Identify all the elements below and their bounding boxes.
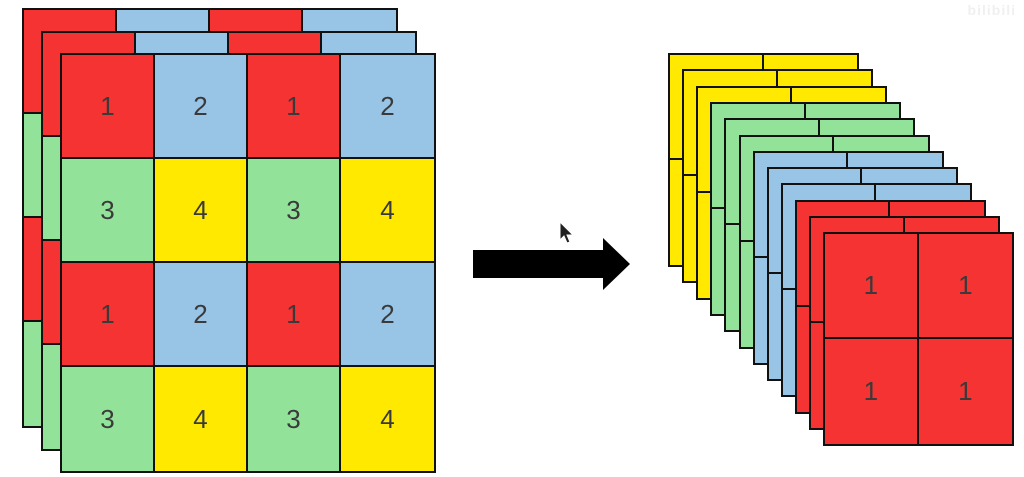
- tensor-cell: 3: [62, 367, 155, 471]
- tensor-cell: 1: [918, 339, 1013, 445]
- right-arrow-icon: [473, 238, 630, 290]
- tensor-cell: 1: [248, 263, 341, 367]
- tensor-cell: 2: [155, 55, 248, 159]
- tensor-cell: 1: [248, 55, 341, 159]
- tensor-cell: 1: [62, 55, 155, 159]
- tensor-cell: 2: [341, 263, 434, 367]
- tensor-cell: 1: [918, 234, 1013, 340]
- tensor-cell: 4: [341, 367, 434, 471]
- tensor-cell: 1: [62, 263, 155, 367]
- tensor-cell: 4: [155, 159, 248, 263]
- watermark: bilibili: [967, 2, 1016, 18]
- tensor-cell: 3: [248, 159, 341, 263]
- tensor-cell: 2: [155, 263, 248, 367]
- tensor-cell: 4: [155, 367, 248, 471]
- tensor-cell: 4: [341, 159, 434, 263]
- mouse-cursor-icon: [559, 220, 575, 244]
- tensor-cell: 3: [248, 367, 341, 471]
- tensor-cell: 2: [341, 55, 434, 159]
- tensor-cell: 1: [825, 234, 919, 340]
- tensor-cell: 3: [62, 159, 155, 263]
- tensor-cell: 1: [825, 339, 919, 445]
